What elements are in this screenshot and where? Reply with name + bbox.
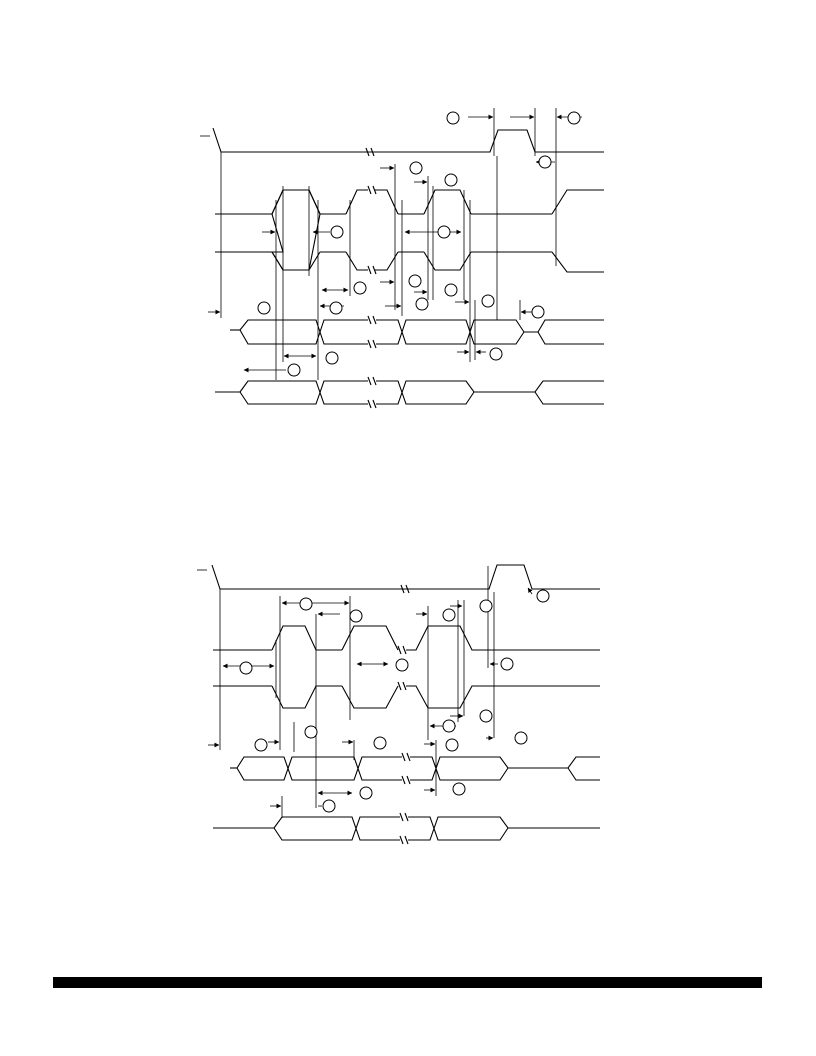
lower-timing-reference-bubbles bbox=[239, 589, 550, 813]
upper-output-waveform bbox=[215, 376, 604, 409]
upper-data-waveform bbox=[230, 315, 604, 349]
upper-timing-reference-bubbles bbox=[257, 111, 581, 377]
lower-timing-arrows bbox=[208, 587, 533, 809]
lower-clock-waveform bbox=[197, 564, 600, 594]
lower-timing-diagram bbox=[197, 564, 600, 845]
footer-rule bbox=[53, 977, 762, 988]
lower-data-waveform bbox=[230, 752, 600, 785]
lower-output-waveform bbox=[213, 812, 600, 845]
upper-timing-arrows bbox=[208, 114, 582, 373]
upper-select-waveform bbox=[215, 185, 604, 275]
lower-select-waveform bbox=[213, 625, 600, 709]
upper-clock-waveform bbox=[200, 127, 604, 157]
upper-reference-lines bbox=[220, 108, 557, 380]
upper-timing-diagram bbox=[200, 108, 604, 409]
